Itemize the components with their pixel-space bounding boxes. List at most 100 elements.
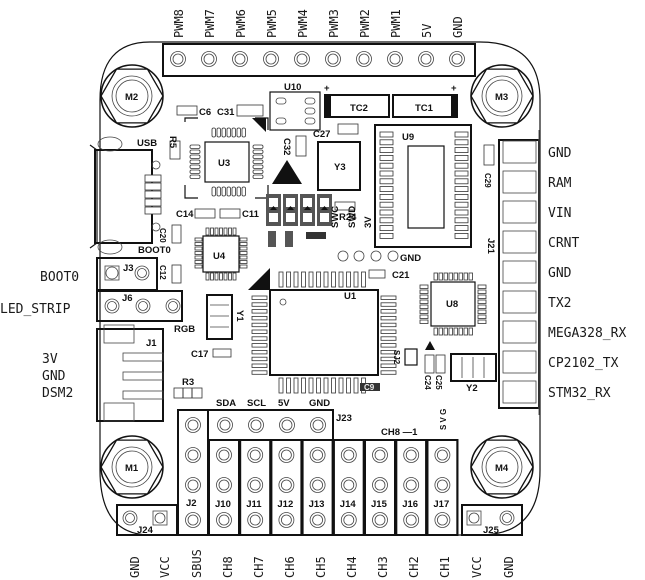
channel-jumper-label: J14 [340, 499, 357, 510]
j24-label: J24 [137, 525, 154, 536]
chip-u8 [430, 281, 476, 327]
right-header-pin [502, 230, 537, 254]
right-pin-label: GND [548, 266, 572, 281]
j23-i2c-header [207, 409, 334, 441]
right-pin-label: STM32_RX [548, 386, 611, 401]
j2-label: J2 [186, 498, 197, 509]
channel-header: J10 [208, 439, 240, 536]
chip-u4 [202, 235, 240, 273]
channel-pin [216, 447, 232, 463]
channel-pin [434, 477, 451, 493]
tc2-label: TC2 [350, 103, 368, 114]
bottom-pin-label: CH3 [376, 556, 390, 578]
y2-label: Y2 [466, 383, 478, 394]
channel-pin [340, 447, 357, 463]
top-pin-label: PWM5 [265, 9, 279, 38]
right-header-pin [502, 200, 537, 224]
crystal-y1 [206, 294, 233, 340]
mount-hole-label: M2 [125, 92, 138, 103]
c17-label: C17 [191, 349, 208, 360]
channel-pin [403, 477, 420, 493]
mount-hole-label: M1 [125, 463, 139, 474]
j21-label: J21 [485, 238, 496, 255]
mount-hole: M3 [470, 64, 534, 128]
r3-label: R3 [182, 377, 194, 388]
channel-pin [403, 512, 420, 528]
u4-label: U4 [213, 251, 226, 262]
i2c-pin [248, 417, 264, 433]
channel-header: J15 [364, 439, 396, 536]
channel-pin [278, 477, 295, 493]
top-pin-label: 5V [420, 24, 434, 38]
channel-header: J11 [239, 439, 272, 536]
j3-label: J3 [123, 263, 134, 274]
c9-label: C9 [364, 383, 375, 392]
c29-label: C29 [483, 173, 492, 188]
bottom-pin-label: VCC [158, 556, 172, 578]
top-header-pin [201, 51, 217, 67]
bottom-pin-label: CH7 [252, 556, 266, 578]
c21-label: C21 [392, 270, 410, 281]
y3-label: Y3 [334, 162, 346, 173]
sbus-pin [185, 477, 201, 493]
j1-label: J1 [146, 338, 157, 349]
bottom-pin-label: CH6 [283, 556, 297, 578]
channel-pin [247, 447, 264, 463]
u3-label: U3 [218, 158, 230, 169]
channel-jumper-label: J10 [215, 499, 231, 510]
right-pin-label: CP2102_TX [548, 356, 619, 371]
channel-pin [340, 512, 357, 528]
channel-pin [434, 447, 451, 463]
channel-pin [247, 512, 264, 528]
dsm2-signal-label: DSM2 [42, 386, 73, 401]
right-header-pin [502, 380, 537, 404]
top-header-pin [325, 51, 341, 67]
top-pin-label: PWM6 [234, 9, 248, 38]
c11-label: C11 [242, 209, 260, 220]
right-pin-label: GND [548, 146, 572, 161]
right-header-j21 [498, 139, 540, 409]
crystal-y3 [317, 141, 361, 191]
top-header-pin [170, 51, 186, 67]
j6-led-strip-header [96, 290, 183, 322]
channel-header: J13 [301, 439, 334, 536]
mount-hole-label: M3 [495, 92, 508, 103]
i2c-pin [310, 417, 326, 433]
3v-swd-label: 3V [363, 216, 374, 228]
bottom-pin-label: CH1 [438, 556, 452, 578]
boot0-silk-label: BOOT0 [138, 245, 171, 256]
mount-hole: M4 [470, 435, 534, 499]
c32-label: C32 [281, 138, 292, 155]
i2c-pin [217, 417, 233, 433]
channel-header: J14 [332, 439, 365, 536]
j23-label: J23 [336, 413, 352, 424]
y1-label: Y1 [234, 310, 245, 322]
channel-jumper-label: J17 [433, 499, 449, 510]
j2-sbus-header [177, 409, 209, 536]
sj2-label: SJ2 [392, 350, 401, 365]
j25-label: J25 [483, 525, 500, 536]
channel-pin [309, 447, 326, 463]
right-pin-label: RAM [548, 176, 572, 191]
channel-jumper-label: J11 [246, 499, 262, 510]
top-header-pin [294, 51, 310, 67]
chip-u9 [374, 124, 472, 248]
crystal-y2 [450, 353, 497, 382]
channel-jumper-label: J12 [277, 499, 293, 510]
right-header-pin [502, 320, 537, 344]
j6-label: J6 [122, 293, 133, 304]
i2c-label: GND [309, 398, 330, 409]
channel-pin [216, 477, 232, 493]
status-led [317, 194, 332, 226]
channel-pin [372, 512, 388, 528]
u8-label: U8 [446, 299, 458, 310]
rgb-label: RGB [174, 324, 195, 335]
led-strip-pin-label: LED_STRIP [0, 302, 71, 317]
tc1-plus: + [451, 83, 457, 94]
r24-label: R24 [339, 212, 357, 223]
c12-label: C12 [158, 265, 167, 280]
top-pin-label: PWM2 [358, 9, 372, 38]
status-led [266, 194, 281, 226]
top-pin-label: GND [451, 16, 465, 38]
mount-hole: M2 [100, 64, 164, 128]
